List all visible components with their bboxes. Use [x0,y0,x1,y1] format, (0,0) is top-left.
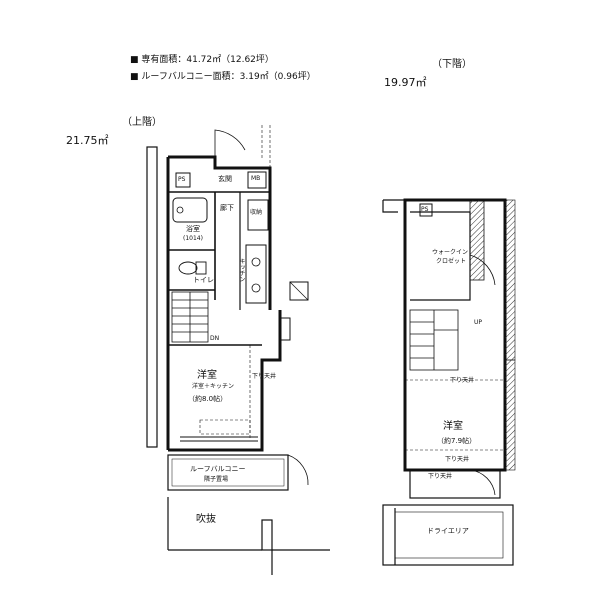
upper-floor-area: 21.75㎡ [66,134,109,147]
atrium-label: 吹抜 [196,514,216,525]
roof-balcony-label: ルーフバルコニー [190,465,246,473]
upper-western-room-label: 洋室 [197,370,217,381]
lower-floor-label: （下階） [432,59,472,70]
exclusive-area-info: ■ 専有面積：41.72㎡（12.62坪） [130,55,274,65]
corridor-label: 廊下 [220,204,234,212]
upper-stairs [171,291,209,343]
upper-floor-label: （上階） [122,117,162,128]
toilet-label: トイレ [193,276,214,284]
bathroom-size: (1014) [183,235,203,242]
upper-western-room-sub: 洋室＋キッチン [192,383,235,390]
storage-label: 収納 [250,209,263,216]
roof-balcony-note: 隣子置場 [204,476,229,483]
upper-floor-plan [146,125,330,575]
lower-ceiling-label-1: 下り天井 [450,377,475,384]
dry-area-outline [382,504,514,566]
lower-floor-area: 19.97㎡ [384,76,427,89]
dry-area-label: ドライエリア [427,527,469,535]
upper-western-room-size: （約8.0帖） [188,395,228,403]
upper-ps-label: PS [178,176,186,183]
lower-stairs [409,309,459,371]
closet-label: クロゼット [436,258,467,265]
lower-ceiling-label-3: 下り天井 [428,473,453,480]
upper-left-column [146,146,158,448]
lower-western-room-size: （約7.9帖） [437,437,477,445]
mb-label: MB [251,175,261,182]
kitchen-label: キッチン [238,258,245,282]
entrance-label: 玄関 [218,175,232,183]
roof-balcony-area-info: ■ ルーフバルコニー面積：3.19㎡（0.96坪） [130,72,316,82]
walkin-label: ウォークイン [432,249,469,256]
lower-floor-plan [382,198,516,566]
lower-ps-label: PS [421,206,429,213]
atrium-outline [167,497,330,575]
lower-western-room-label: 洋室 [443,421,463,432]
entrance-door [214,129,246,168]
roof-balcony-outline [167,454,309,491]
lower-up-label: UP [474,319,483,326]
upper-ceiling-label: 下り天井 [252,373,277,380]
lower-ceiling-label-2: 下り天井 [445,456,470,463]
bathroom-label: 浴室 [186,225,200,233]
upper-dn-label: DN [210,335,220,342]
